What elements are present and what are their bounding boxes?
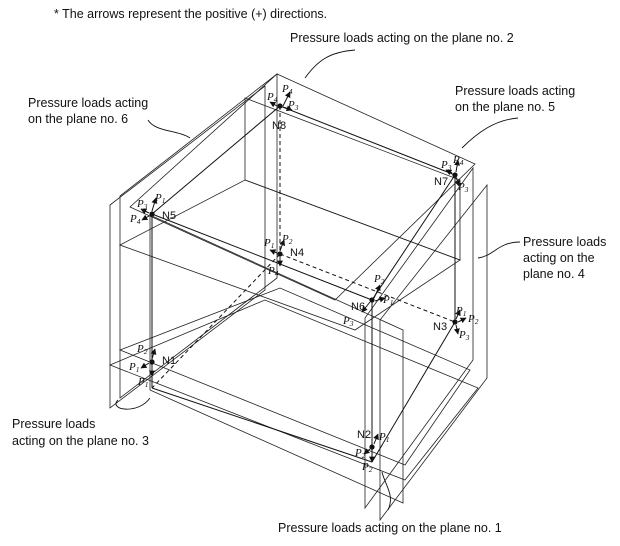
node-labels: N8 N7 N5 N4 N6 N3 N1 N2 xyxy=(162,120,448,441)
node-n6-label: N6 xyxy=(351,301,365,313)
load-p1-n4: P1 xyxy=(263,237,274,250)
plane1-label: Pressure loads acting on the plane no. 1 xyxy=(278,521,502,535)
load-p1-n2: P1 xyxy=(378,431,389,444)
load-p2-n1: P2 xyxy=(136,343,148,356)
load-p1-n6: P1 xyxy=(382,294,393,307)
node-n4-label: N4 xyxy=(290,247,304,259)
node-n7-label: N7 xyxy=(434,176,448,188)
load-p2-n3: P2 xyxy=(467,313,479,326)
load-p4-n4: P4 xyxy=(267,265,279,278)
load-symbols: P4 P4 P3 P3 P4 P3 P1 P3 P4 P1 P2 P4 P2 P… xyxy=(128,83,479,474)
node-n3-dot xyxy=(452,319,458,325)
cube-edges xyxy=(151,105,456,463)
plane3-label-line2: acting on the plane no. 3 xyxy=(12,434,149,448)
plane5-label-line1: Pressure loads acting xyxy=(455,84,575,98)
node-n5-dot xyxy=(149,211,155,217)
node-n7-dot xyxy=(452,172,458,178)
plane6-label-line1: Pressure loads acting xyxy=(28,96,148,110)
plane4-label-line2: acting on the xyxy=(523,251,595,265)
node-n2-dot xyxy=(369,444,375,450)
load-p2-n6: P2 xyxy=(373,273,385,286)
node-n1-label: N1 xyxy=(162,355,176,367)
load-p1b-n1: P1 xyxy=(137,376,148,389)
plane4-label-line3: plane no. 4 xyxy=(523,267,585,281)
node-points xyxy=(149,103,458,450)
node-n8-label: N8 xyxy=(272,120,286,132)
load-p2-n2: P2 xyxy=(354,447,366,460)
load-p3b-n7: P3 xyxy=(457,181,469,194)
load-p4b-n8: P4 xyxy=(266,91,278,104)
load-p2-n4: P2 xyxy=(281,233,293,246)
node-n2-label: N2 xyxy=(357,429,371,441)
node-n6-dot xyxy=(369,297,375,303)
node-n3-label: N3 xyxy=(433,321,447,333)
node-n4-dot xyxy=(277,251,283,257)
hidden-edges xyxy=(151,106,456,389)
load-p4-n7: P4 xyxy=(452,154,464,167)
load-p3-n8: P3 xyxy=(287,99,299,112)
plane3-label-line1: Pressure loads xyxy=(12,417,95,431)
load-p3-n3: P3 xyxy=(458,329,470,342)
plane2-label: Pressure loads acting on the plane no. 2 xyxy=(290,31,514,45)
node-n1-dot xyxy=(149,359,155,365)
leader-lines xyxy=(115,49,521,511)
load-p1-n1: P1 xyxy=(128,361,139,374)
plane5-label-line2: on the plane no. 5 xyxy=(455,100,555,114)
load-p1-n5: P1 xyxy=(154,192,165,205)
plane4-label-line1: Pressure loads xyxy=(523,235,606,249)
directions-note: * The arrows represent the positive (+) … xyxy=(54,7,327,21)
node-n5-label: N5 xyxy=(162,210,176,222)
load-p1-n3: P1 xyxy=(455,305,466,318)
load-p3-n6: P3 xyxy=(342,315,354,328)
plane-callouts: Pressure loads acting on the plane no. 2… xyxy=(12,31,606,535)
load-p2b-n2: P2 xyxy=(361,461,373,474)
plane6-label-line2: on the plane no. 6 xyxy=(28,112,128,126)
node-n8-dot xyxy=(277,103,283,109)
load-p3-n7: P3 xyxy=(440,159,452,172)
load-p4-n5: P4 xyxy=(129,213,141,226)
plane-outlines xyxy=(108,73,488,522)
load-p3-n5: P3 xyxy=(136,198,148,211)
direction-arrows xyxy=(140,91,467,463)
load-p4-n8: P4 xyxy=(281,83,293,96)
